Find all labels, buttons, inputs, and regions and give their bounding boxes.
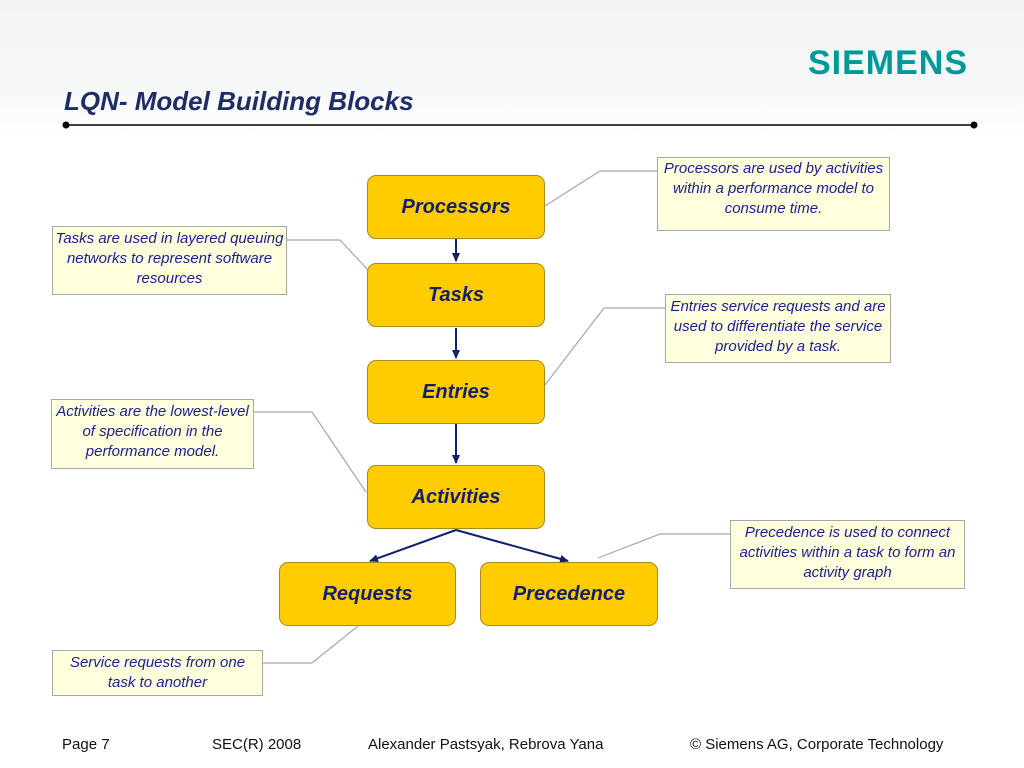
header-band — [0, 0, 1024, 135]
note-entries: Entries service requests and are used to… — [665, 294, 891, 363]
node-requests: Requests — [279, 562, 456, 626]
footer-event: SEC(R) 2008 — [212, 736, 302, 753]
arrow-activities-precedence — [455, 529, 569, 563]
note-tasks: Tasks are used in layered queuing networ… — [52, 226, 287, 295]
title-rule-right-dot — [970, 121, 978, 129]
slide-title: LQN- Model Building Blocks — [64, 86, 414, 116]
leader-activities — [254, 411, 367, 493]
node-tasks: Tasks — [367, 263, 545, 327]
node-entries: Entries — [367, 360, 545, 424]
leader-entries — [544, 307, 665, 386]
footer-authors: Alexander Pastsyak, Rebrova Yana — [368, 736, 604, 753]
leader-precedence — [597, 533, 730, 559]
footer-copyright: © Siemens AG, Corporate Technology — [690, 736, 944, 753]
note-activities: Activities are the lowest-level of speci… — [51, 399, 254, 469]
siemens-logo: SIEMENS — [808, 44, 969, 82]
title-rule-left-dot — [62, 121, 70, 129]
arrow-activities-requests — [369, 529, 457, 563]
leader-requests — [263, 625, 359, 664]
leader-tasks — [287, 239, 369, 271]
node-precedence: Precedence — [480, 562, 658, 626]
note-processors: Processors are used by activities within… — [657, 157, 890, 231]
note-precedence: Precedence is used to connect activities… — [730, 520, 965, 589]
footer-page: Page 7 — [62, 736, 110, 753]
node-processors: Processors — [367, 175, 545, 239]
leader-processors — [544, 170, 657, 207]
note-requests: Service requests from one task to anothe… — [52, 650, 263, 696]
node-activities: Activities — [367, 465, 545, 529]
